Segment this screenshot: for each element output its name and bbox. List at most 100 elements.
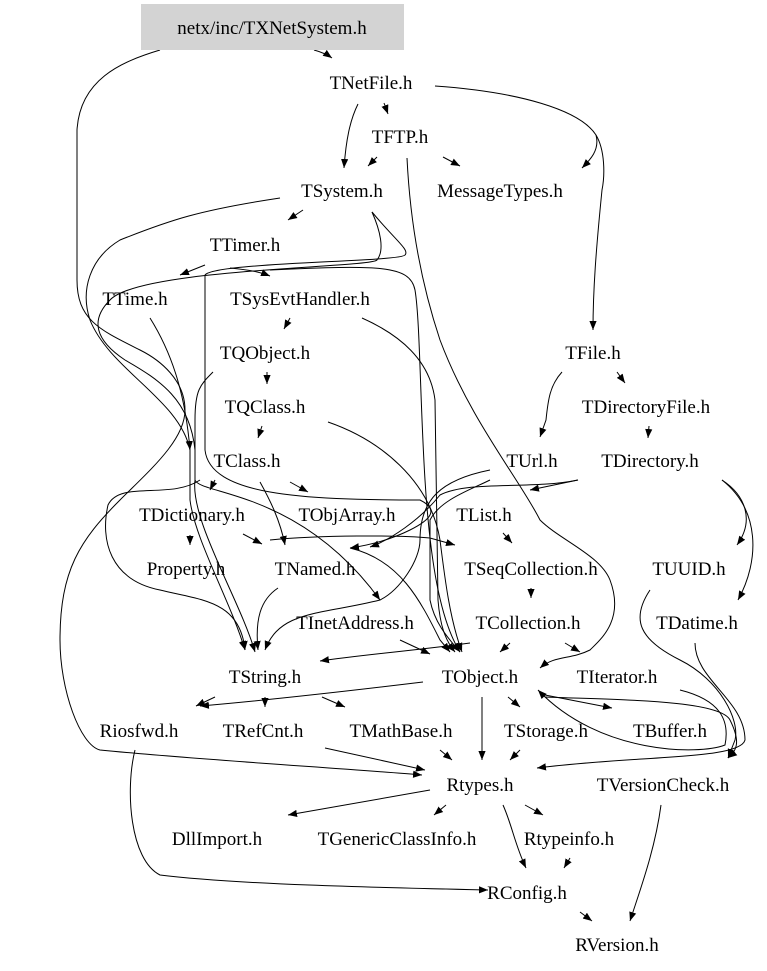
- edge-TDatime-Rtypes: [536, 642, 746, 771]
- edge-TQClass-TObject: [327, 421, 463, 653]
- edge-TNetFile-TFTP: [381, 102, 389, 115]
- node-TRefCnt[interactable]: TRefCnt.h: [223, 721, 304, 742]
- node-TObjArray[interactable]: TObjArray.h: [298, 505, 396, 526]
- edge-root-TNetFile: [313, 49, 333, 59]
- edge-TNetFile-MessageTypes: [434, 85, 598, 169]
- edge-Rtypes-DllImport: [287, 789, 431, 817]
- node-TSeqCollection[interactable]: TSeqCollection.h: [464, 559, 598, 580]
- edge-Rtypes-Rtypeinfo: [524, 804, 544, 816]
- edge-TUrl-TObject: [429, 479, 491, 653]
- node-TMathBase[interactable]: TMathBase.h: [350, 721, 453, 742]
- node-TUUID[interactable]: TUUID.h: [652, 559, 726, 580]
- edge-TObject-TStorage: [507, 696, 521, 708]
- edge-TDirectory-TDatime: [721, 479, 754, 601]
- node-TQClass[interactable]: TQClass.h: [225, 397, 306, 418]
- node-TStorage[interactable]: TStorage.h: [504, 721, 588, 742]
- node-RConfig[interactable]: RConfig.h: [487, 883, 567, 904]
- node-TString[interactable]: TString.h: [229, 667, 302, 688]
- node-Rtypeinfo[interactable]: Rtypeinfo.h: [524, 829, 615, 850]
- edges: [59, 49, 754, 922]
- edge-TUUID-TVersionCheck: [639, 589, 737, 759]
- edge-TTimer-TSysEvtHandler: [229, 267, 271, 277]
- node-MessageTypes[interactable]: MessageTypes.h: [437, 181, 563, 202]
- edge-TTimer-TTime: [179, 264, 206, 276]
- node-TCollection[interactable]: TCollection.h: [475, 613, 581, 634]
- node-TGenericClassInfo[interactable]: TGenericClassInfo.h: [318, 829, 477, 850]
- edge-TUrl-TString: [264, 469, 491, 651]
- node-TDirectoryFile[interactable]: TDirectoryFile.h: [582, 397, 711, 418]
- node-label: netx/inc/TXNetSystem.h: [177, 18, 367, 39]
- edge-TString-Riosfwd: [195, 696, 216, 707]
- edge-Riosfwd-RConfig: [129, 749, 489, 894]
- edge-TString-TMathBase: [321, 696, 346, 708]
- edge-TSystem-TInetAddress: [97, 211, 382, 601]
- edge-TDirectoryFile-TDirectory: [645, 425, 653, 439]
- node-TDirectory[interactable]: TDirectory.h: [601, 451, 699, 472]
- edge-TTimer-TObject: [269, 266, 461, 653]
- edge-TMathBase-Rtypes: [439, 749, 453, 761]
- node-TFTP[interactable]: TFTP.h: [372, 127, 429, 148]
- edge-TNetFile-TFile: [589, 134, 605, 331]
- root-node-box: [141, 4, 404, 50]
- edge-TFTP-MessageTypes: [442, 156, 461, 167]
- edge-Rtypes-TGenericClassInfo: [433, 804, 447, 816]
- edge-TClass-TString: [105, 479, 248, 651]
- node-TIterator[interactable]: TIterator.h: [577, 667, 658, 688]
- node-TSystem[interactable]: TSystem.h: [301, 181, 383, 202]
- edge-TNamed-TObject: [349, 547, 451, 653]
- edge-Rtypeinfo-RConfig: [563, 857, 572, 869]
- edge-TTime-Rtypes: [149, 317, 193, 451]
- edge-TNamed-TString: [253, 587, 279, 651]
- edge-TStorage-Rtypes: [509, 749, 521, 761]
- node-TSysEvtHandler[interactable]: TSysEvtHandler.h: [230, 289, 370, 310]
- node-Riosfwd[interactable]: Riosfwd.h: [100, 721, 179, 742]
- edge-TList-TSeqCollection: [502, 532, 513, 544]
- node-DllImport[interactable]: DllImport.h: [172, 829, 263, 850]
- node-Rtypes[interactable]: Rtypes.h: [446, 775, 514, 796]
- node-TClass[interactable]: TClass.h: [213, 451, 281, 472]
- node-TList[interactable]: TList.h: [456, 505, 512, 526]
- edge-TCollection-TString: [319, 642, 471, 664]
- node-TDictionary[interactable]: TDictionary.h: [139, 505, 245, 526]
- edge-TQClass-TClass: [257, 425, 265, 439]
- edge-TObject-TVersionCheck: [544, 696, 738, 759]
- edge-TRefCnt-Rtypes: [324, 747, 426, 772]
- edge-TFTP-TObject: [406, 157, 616, 669]
- edge-TVersionCheck-RVersion: [629, 804, 662, 922]
- node-TTimer[interactable]: TTimer.h: [210, 235, 281, 256]
- edge-TCollection-TObject: [499, 642, 511, 653]
- edge-TSysEvtHandler-TQObject: [283, 317, 292, 330]
- edge-TFile-TDirectoryFile: [616, 371, 626, 384]
- node-Property[interactable]: Property.h: [147, 559, 226, 580]
- edge-TCollection-TIterator: [564, 642, 581, 653]
- edge-TObject-Riosfwd: [199, 681, 424, 709]
- node-TNamed[interactable]: TNamed.h: [275, 559, 356, 580]
- node-TFile[interactable]: TFile.h: [565, 343, 621, 364]
- nodes: netx/inc/TXNetSystem.h TNetFile.h TFTP.h…: [100, 4, 738, 956]
- edge-TSystem-TString: [85, 197, 281, 651]
- node-TInetAddress[interactable]: TInetAddress.h: [296, 613, 414, 634]
- node-TBuffer[interactable]: TBuffer.h: [633, 721, 708, 742]
- edge-TFile-TUrl: [539, 371, 563, 438]
- edge-TSystem-TTimer: [287, 209, 304, 221]
- edge-TObjArray-TSeqCollection: [269, 535, 456, 547]
- edge-RConfig-RVersion: [579, 911, 593, 922]
- edge-TQObject-TString: [194, 371, 256, 653]
- edge-TNetFile-TSystem: [341, 103, 359, 169]
- node-TVersionCheck[interactable]: TVersionCheck.h: [597, 775, 730, 796]
- edge-TFTP-TSystem: [367, 156, 378, 167]
- edge-TDirectory-TUUID: [721, 479, 747, 546]
- node-TNetFile[interactable]: TNetFile.h: [330, 73, 413, 94]
- node-TDatime[interactable]: TDatime.h: [656, 613, 738, 634]
- edge-TSystem-TNamed: [204, 211, 432, 551]
- node-RVersion[interactable]: RVersion.h: [575, 935, 659, 956]
- edge-TInetAddress-TObject: [399, 639, 431, 655]
- node-TObject[interactable]: TObject.h: [442, 667, 519, 688]
- node-root[interactable]: netx/inc/TXNetSystem.h: [141, 4, 404, 50]
- node-TQObject[interactable]: TQObject.h: [220, 343, 311, 364]
- node-TUrl[interactable]: TUrl.h: [506, 451, 558, 472]
- edge-TDictionary-TNamed: [242, 533, 263, 545]
- edge-TClass-TDictionary: [209, 479, 218, 491]
- node-TTime[interactable]: TTime.h: [102, 289, 168, 310]
